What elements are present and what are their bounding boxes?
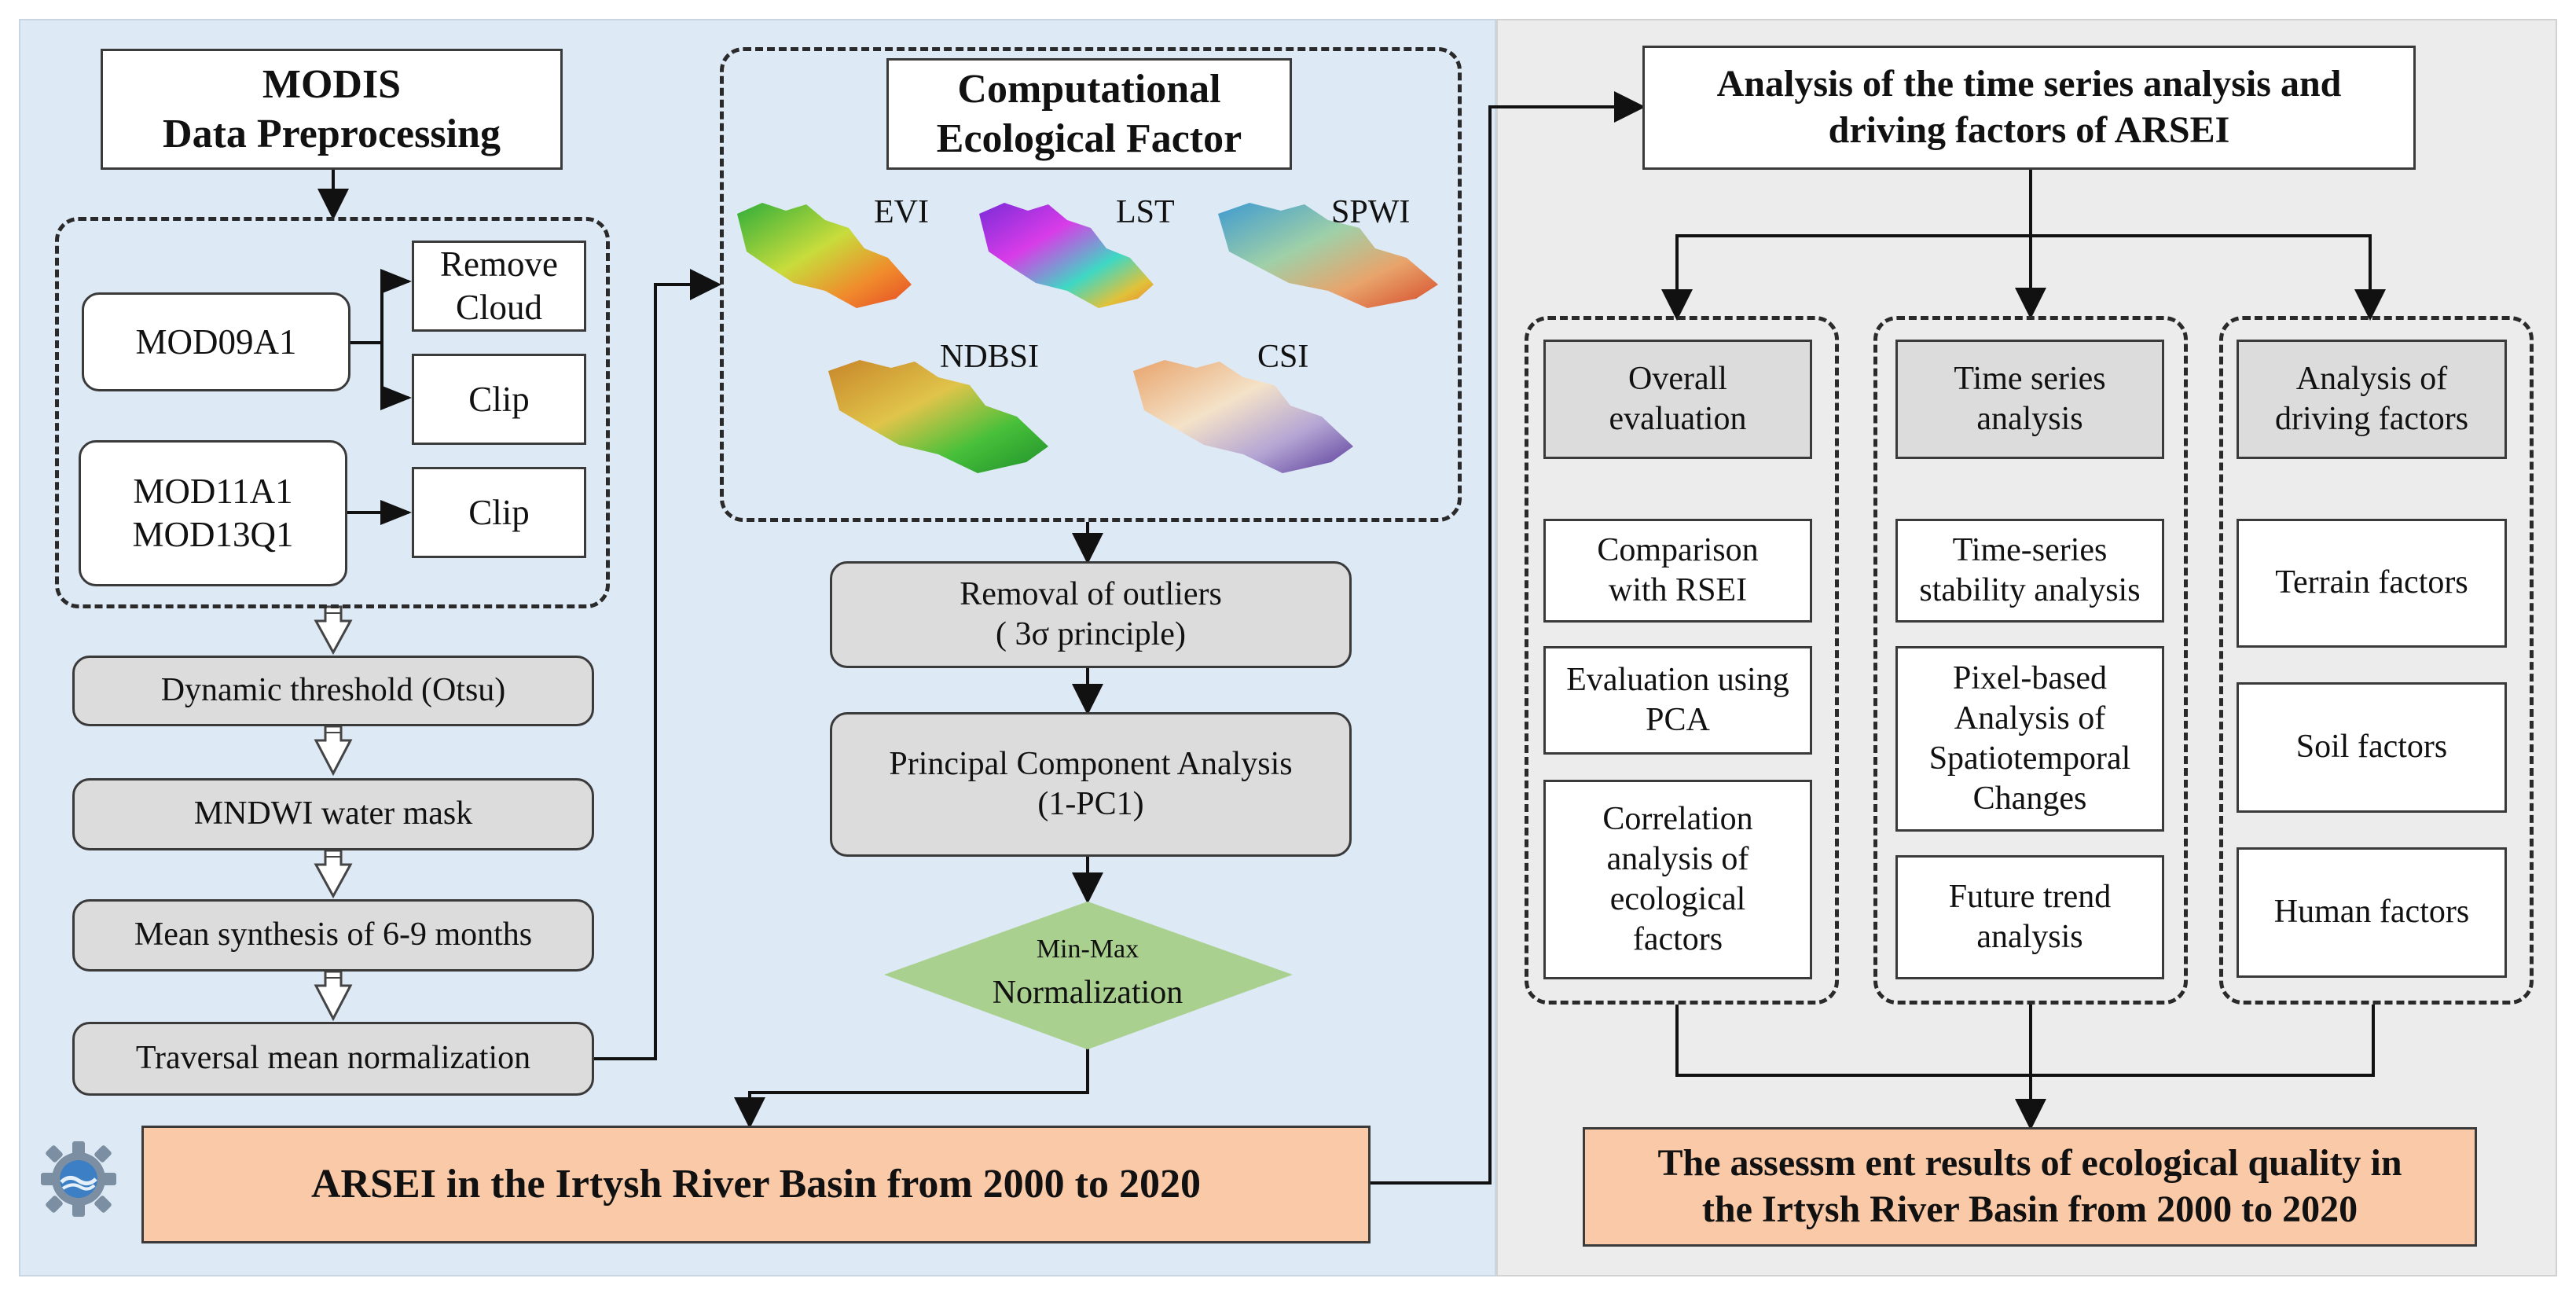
clip-box-2: Clip: [412, 467, 586, 558]
future-trend-box: Future trend analysis: [1895, 855, 2164, 979]
arsei-result-box: ARSEI in the Irtysh River Basin from 200…: [141, 1126, 1371, 1243]
min-max-label: Min-Max: [1036, 935, 1139, 964]
factor-label-csi: CSI: [1257, 339, 1309, 375]
pixel-analysis-box: Pixel-based Analysis of Spatiotemporal C…: [1895, 646, 2164, 832]
lst-map-icon: [979, 203, 1154, 308]
comparison-rsei-box: Comparison with RSEI: [1543, 519, 1812, 623]
time-series-group: [1873, 316, 2188, 1005]
factor-label-spwi: SPWI: [1331, 194, 1411, 230]
evaluation-pca-box: Evaluation using PCA: [1543, 646, 1812, 755]
time-series-header: Time series analysis: [1895, 340, 2164, 459]
normalization-label: Normalization: [992, 975, 1183, 1011]
factor-label-lst: LST: [1116, 194, 1175, 230]
soil-factors-box: Soil factors: [2237, 682, 2507, 813]
csi-map-icon: [1133, 360, 1353, 473]
mndwi-mask-step: MNDWI water mask: [72, 778, 594, 850]
correlation-analysis-box: Correlation analysis of ecological facto…: [1543, 780, 1812, 979]
overall-evaluation-header: Overall evaluation: [1543, 340, 1812, 459]
mod11-mod13-box: MOD11A1 MOD13Q1: [79, 440, 347, 586]
assessment-result-box: The assessm ent results of ecological qu…: [1583, 1127, 2477, 1247]
traversal-normalization-step: Traversal mean normalization: [72, 1022, 594, 1096]
factor-label-ndbsi: NDBSI: [940, 339, 1040, 375]
modis-inputs-group: [55, 217, 610, 608]
overall-evaluation-group: [1525, 316, 1839, 1005]
remove-cloud-box: Remove Cloud: [412, 241, 586, 332]
mod09a1-box: MOD09A1: [82, 292, 350, 391]
spwi-map-icon: [1218, 203, 1438, 308]
dynamic-threshold-step: Dynamic threshold (Otsu): [72, 656, 594, 726]
stability-analysis-box: Time-series stability analysis: [1895, 519, 2164, 623]
modis-preprocessing-title: MODIS Data Preprocessing: [101, 49, 563, 170]
evi-map-icon: [737, 203, 912, 308]
analysis-title-box: Analysis of the time series analysis and…: [1642, 46, 2416, 170]
gear-icon: [41, 1141, 116, 1217]
pca-box: Principal Component Analysis (1-PC1): [830, 712, 1352, 857]
driving-factors-group: [2219, 316, 2534, 1005]
ecological-factor-group: [720, 47, 1462, 522]
ndbsi-map-icon: [828, 360, 1048, 473]
removal-outliers-box: Removal of outliers ( 3σ principle): [830, 561, 1352, 668]
mean-synthesis-step: Mean synthesis of 6-9 months: [72, 899, 594, 972]
human-factors-box: Human factors: [2237, 847, 2507, 978]
clip-box-1: Clip: [412, 354, 586, 445]
driving-factors-header: Analysis of driving factors: [2237, 340, 2507, 459]
factor-label-evi: EVI: [874, 194, 929, 230]
computational-ecological-factor-title: Computational Ecological Factor: [886, 58, 1292, 170]
normalization-diamond: [884, 901, 1293, 1050]
terrain-factors-box: Terrain factors: [2237, 519, 2507, 648]
